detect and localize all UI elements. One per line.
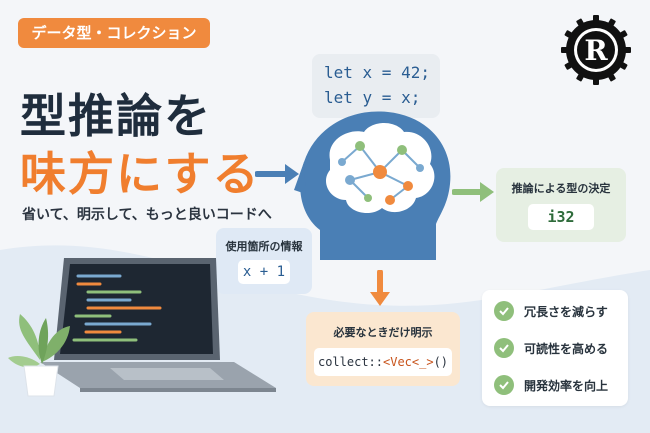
rust-logo-icon: R — [561, 15, 631, 85]
inferred-type-value: i32 — [528, 204, 594, 230]
check-icon — [494, 375, 514, 395]
rust-logo-letter: R — [584, 34, 608, 67]
subtitle: 省いて、明示して、もっと良いコードへ — [22, 207, 272, 223]
arrow-down-icon — [370, 270, 390, 306]
benefit-label: 冗長さを減らす — [524, 304, 608, 319]
inferred-type-label: 推論による型の決定 — [511, 182, 611, 195]
benefit-label: 可読性を高める — [524, 341, 609, 356]
laptop-icon — [40, 258, 276, 392]
check-icon — [494, 301, 514, 321]
arrow-right-icon — [452, 182, 494, 202]
title-line-1: 型推論を — [20, 89, 212, 143]
benefit-label: 開発効率を向上 — [524, 378, 609, 393]
usage-info-value: x + 1 — [238, 260, 290, 284]
explicit-annotation-value: collect::<Vec<_>() — [314, 348, 452, 376]
explicit-value-type: <Vec<_> — [383, 355, 434, 369]
usage-info-label: 使用箇所の情報 — [225, 240, 303, 253]
benefit-item: 可読性を高める — [494, 337, 608, 359]
explicit-value-suffix: () — [433, 355, 449, 369]
code-line-1: let x = 42; — [324, 63, 430, 82]
benefits-list: 冗長さを減らす 可読性を高める 開発効率を向上 — [482, 290, 628, 406]
explicit-value-prefix: collect:: — [317, 355, 383, 369]
category-tag: データ型・コレクション — [18, 18, 210, 48]
benefit-item: 開発効率を向上 — [494, 374, 608, 396]
explicit-annotation-card: 必要なときだけ明示 collect::<Vec<_>() — [306, 312, 460, 386]
plant-icon — [8, 314, 70, 397]
inferred-type-card: 推論による型の決定 i32 — [496, 168, 626, 242]
explicit-annotation-label: 必要なときだけ明示 — [333, 326, 433, 339]
code-snippet: let x = 42; let y = x; — [312, 54, 440, 118]
arrow-right-icon — [255, 164, 299, 184]
brain-network-icon — [294, 111, 451, 260]
code-line-2: let y = x; — [324, 88, 421, 107]
title-line-2: 味方にする — [20, 147, 261, 201]
usage-info-card: 使用箇所の情報 x + 1 — [216, 228, 312, 294]
benefit-item: 冗長さを減らす — [494, 300, 608, 322]
check-icon — [494, 338, 514, 358]
